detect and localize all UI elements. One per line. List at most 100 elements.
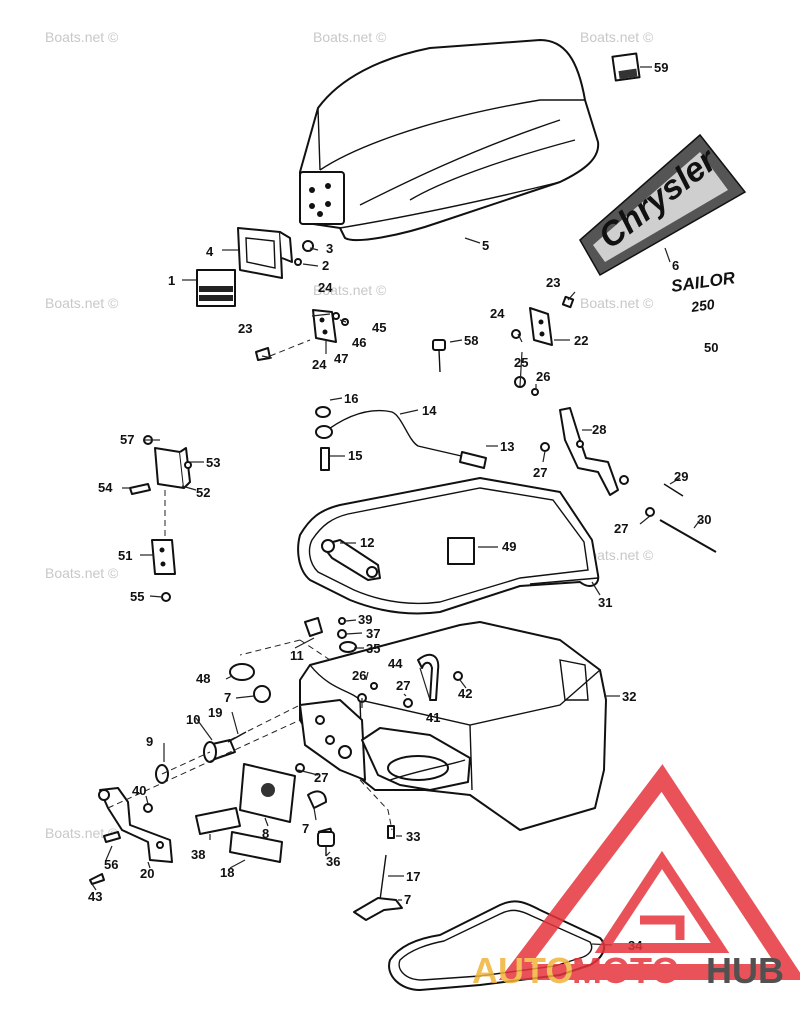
bracket-21	[89, 787, 173, 885]
watermark: Boats.net ©	[45, 565, 119, 581]
callout-numbers: 59 1 4 3 2 5 6 50 23 24 22 58 25 26 24 2…	[88, 60, 718, 953]
callout-57: 57	[120, 432, 134, 447]
watermark: Boats.net ©	[580, 29, 654, 45]
callout-49: 49	[502, 539, 516, 554]
callout-51: 51	[118, 548, 132, 563]
callout-54: 54	[98, 480, 113, 495]
bolt-36	[317, 831, 335, 856]
callout-10: 9	[146, 734, 153, 749]
callout-17: 16	[344, 391, 358, 406]
callout-24: 24	[490, 306, 505, 321]
callout-14: 13	[500, 439, 514, 454]
callout-19: 18	[220, 865, 234, 880]
callout-8: 7	[404, 892, 411, 907]
automotohub-logo: AUTO MOTO HUB	[472, 764, 800, 991]
bracket-52	[129, 435, 192, 495]
callout-1: 1	[168, 273, 175, 288]
callout-53: 53	[206, 455, 220, 470]
decal-9	[239, 763, 296, 823]
callout-35: 35	[366, 641, 380, 656]
label-1	[196, 269, 236, 307]
callout-42: 42	[458, 686, 472, 701]
sailor-decal: SAILOR 250	[670, 268, 737, 315]
callout-22: 22	[574, 333, 588, 348]
callout-9: 8	[262, 826, 269, 841]
callout-12: 11	[290, 648, 304, 663]
callout-45: 45	[372, 320, 386, 335]
logo-hub: HUB	[706, 950, 784, 991]
watermark: Boats.net ©	[580, 547, 654, 563]
callout-48: 48	[196, 671, 210, 686]
callout-5: 5	[482, 238, 489, 253]
bracket-51	[151, 539, 176, 602]
watermark: Boats.net ©	[313, 282, 387, 298]
callout-36: 36	[326, 854, 340, 869]
callout-29: 29	[674, 469, 688, 484]
rod-15	[315, 406, 487, 469]
callout-26: 26	[536, 369, 550, 384]
watermark: Boats.net ©	[45, 295, 119, 311]
logo-moto: MOTO	[572, 950, 679, 991]
callout-47: 47	[334, 351, 348, 366]
callout-7: 7	[224, 690, 231, 705]
callout-27: 27	[396, 678, 410, 693]
latch-bracket-22	[529, 295, 575, 346]
logo-auto: AUTO	[472, 950, 573, 991]
callout-18: 17	[406, 869, 420, 884]
callout-44: 44	[388, 656, 403, 671]
bracket-4	[237, 227, 293, 279]
watermark: Boats.net ©	[45, 29, 119, 45]
callout-30: 30	[697, 512, 711, 527]
callout-50: 50	[704, 340, 718, 355]
lever-13	[321, 539, 381, 581]
decal-38	[195, 807, 241, 835]
callout-33: 33	[406, 829, 420, 844]
label-49	[447, 537, 475, 565]
decal-19	[229, 831, 283, 863]
callout-11: 10	[186, 712, 200, 727]
callout-59: 59	[654, 60, 668, 75]
callout-23: 23	[238, 321, 252, 336]
callout-43: 43	[88, 889, 102, 904]
callout-32: 32	[622, 689, 636, 704]
watermark: Boats.net ©	[313, 29, 387, 45]
callout-27: 27	[533, 465, 547, 480]
callout-55: 55	[130, 589, 144, 604]
callout-23: 23	[546, 275, 560, 290]
callout-58: 58	[464, 333, 478, 348]
callout-16: 15	[348, 448, 362, 463]
callout-20: 19	[208, 705, 222, 720]
lower-cowl	[299, 621, 607, 831]
callout-41: 41	[426, 710, 440, 725]
linkage-28	[540, 407, 655, 517]
callout-28: 28	[592, 422, 606, 437]
callout-6: 6	[672, 258, 679, 273]
bolt-58	[432, 339, 446, 373]
callout-39: 39	[358, 612, 372, 627]
small-label	[611, 52, 641, 82]
clip-16	[320, 447, 330, 471]
callout-13: 12	[360, 535, 374, 550]
assembly-lines	[107, 339, 393, 831]
callout-27: 27	[614, 521, 628, 536]
sailor-number: 250	[689, 296, 716, 315]
handle-8	[353, 854, 403, 921]
chrysler-decal: Chrysler	[579, 133, 747, 277]
callout-7: 7	[302, 821, 309, 836]
watermark: Boats.net ©	[45, 825, 119, 841]
callout-46: 46	[352, 335, 366, 350]
callout-56: 56	[104, 857, 118, 872]
callout-38: 38	[191, 847, 205, 862]
callout-27: 27	[314, 770, 328, 785]
callout-52: 52	[196, 485, 210, 500]
callout-21: 20	[140, 866, 154, 881]
callout-4: 4	[206, 244, 214, 259]
callout-15: 14	[422, 403, 437, 418]
callout-31: 31	[598, 595, 612, 610]
callout-25: 25	[514, 355, 528, 370]
watermark: Boats.net ©	[580, 295, 654, 311]
callout-2: 2	[322, 258, 329, 273]
callout-40: 40	[132, 783, 146, 798]
callout-26: 26	[352, 668, 366, 683]
